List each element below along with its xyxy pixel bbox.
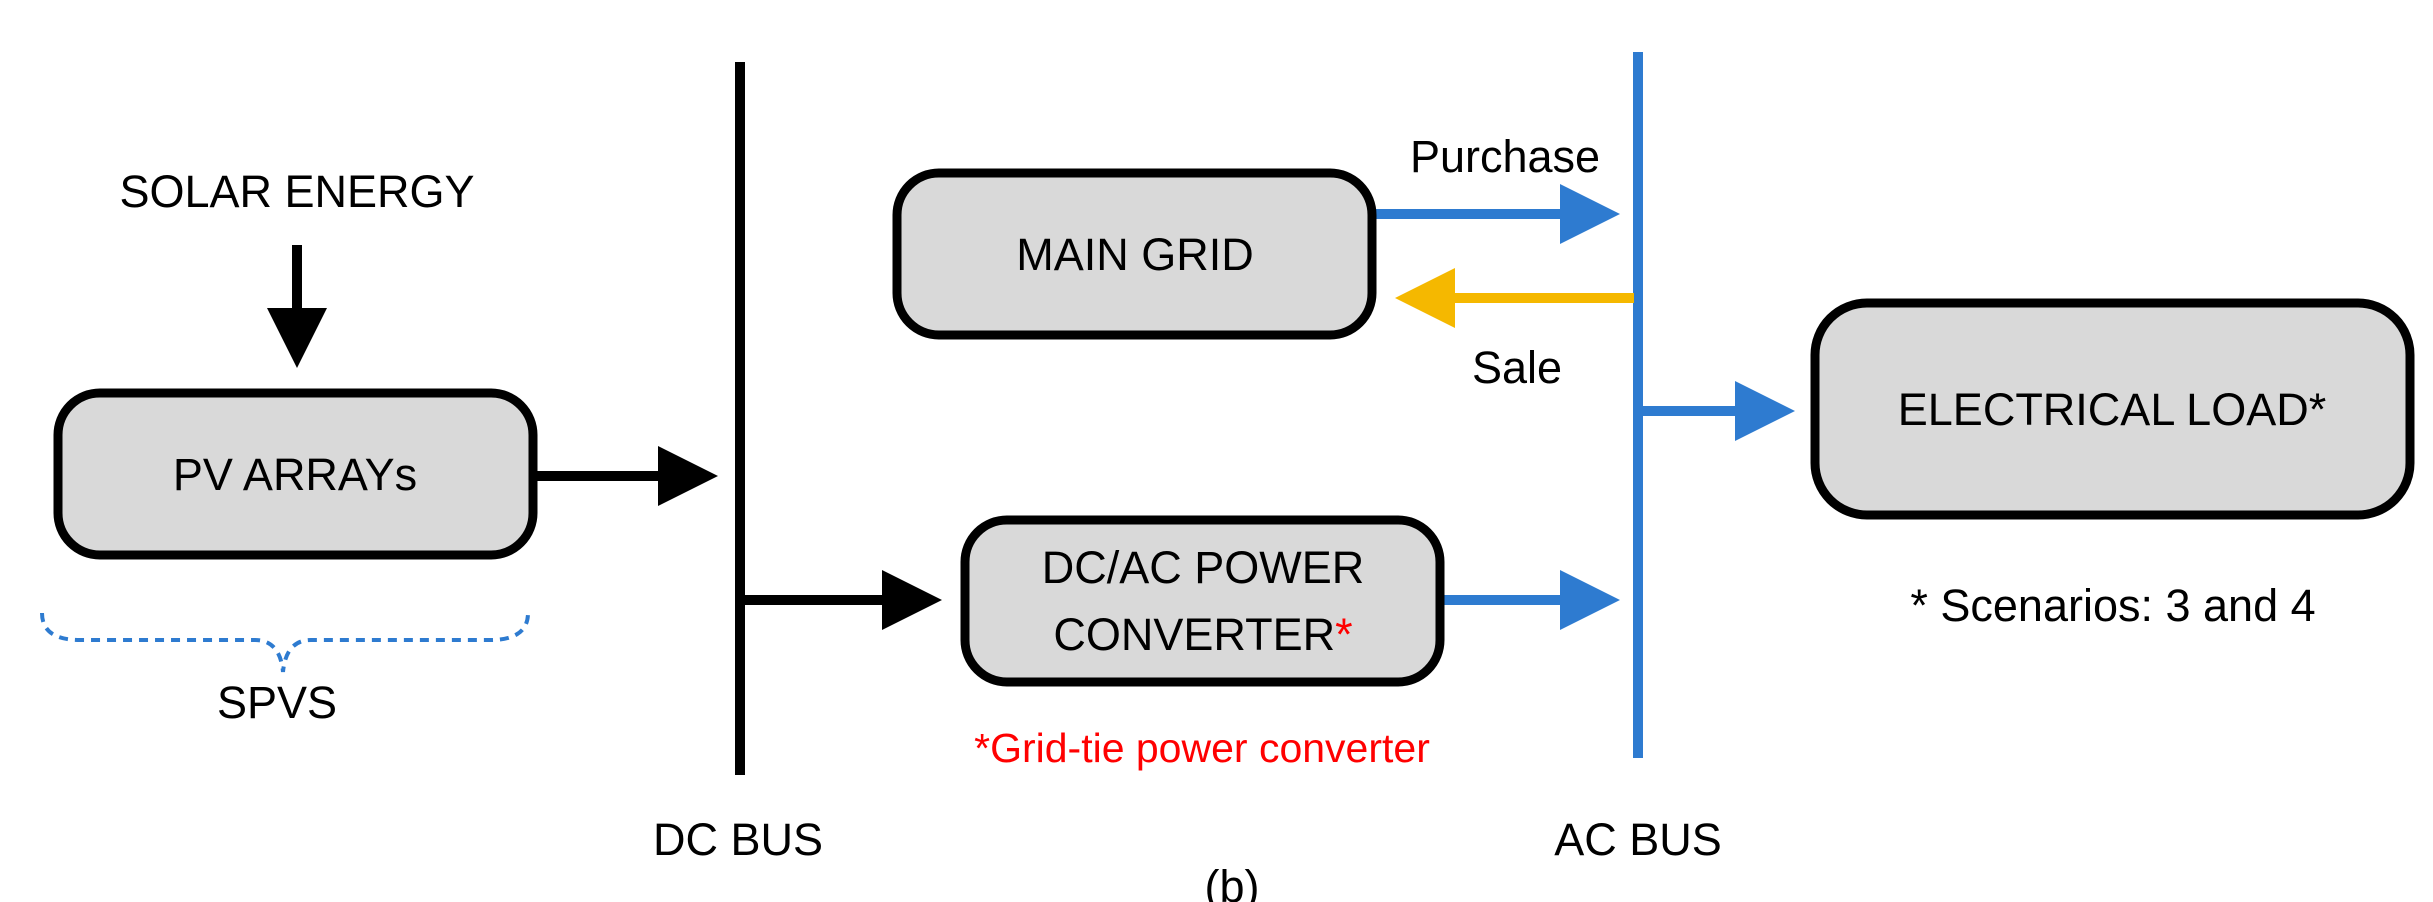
converter-note: *Grid-tie power converter [974, 725, 1430, 771]
pv-arrays-box [53, 388, 538, 560]
spvs-brace [40, 612, 530, 673]
sale-label: Sale [1472, 342, 1562, 393]
converter-asterisk: * [1335, 609, 1353, 660]
converter-box [960, 515, 1445, 687]
pv-arrays-label: PV ARRAYs [173, 449, 417, 500]
caption-fragment: (b) [1205, 861, 1260, 902]
main-grid-label: MAIN GRID [1016, 229, 1254, 280]
converter-label-line1: DC/AC POWER [1042, 542, 1365, 593]
purchase-label: Purchase [1410, 131, 1600, 182]
converter-label-line2: CONVERTER* [1053, 609, 1352, 660]
ac-bus-label: AC BUS [1554, 814, 1722, 865]
electrical-load-box [1810, 298, 2415, 520]
scenarios-note: * Scenarios: 3 and 4 [1910, 580, 2315, 631]
dc-bus-label: DC BUS [653, 814, 823, 865]
solar-energy-label: SOLAR ENERGY [119, 166, 474, 217]
electrical-load-label: ELECTRICAL LOAD* [1898, 384, 2326, 435]
main-grid-box [892, 168, 1377, 340]
spvs-label: SPVS [217, 677, 337, 728]
